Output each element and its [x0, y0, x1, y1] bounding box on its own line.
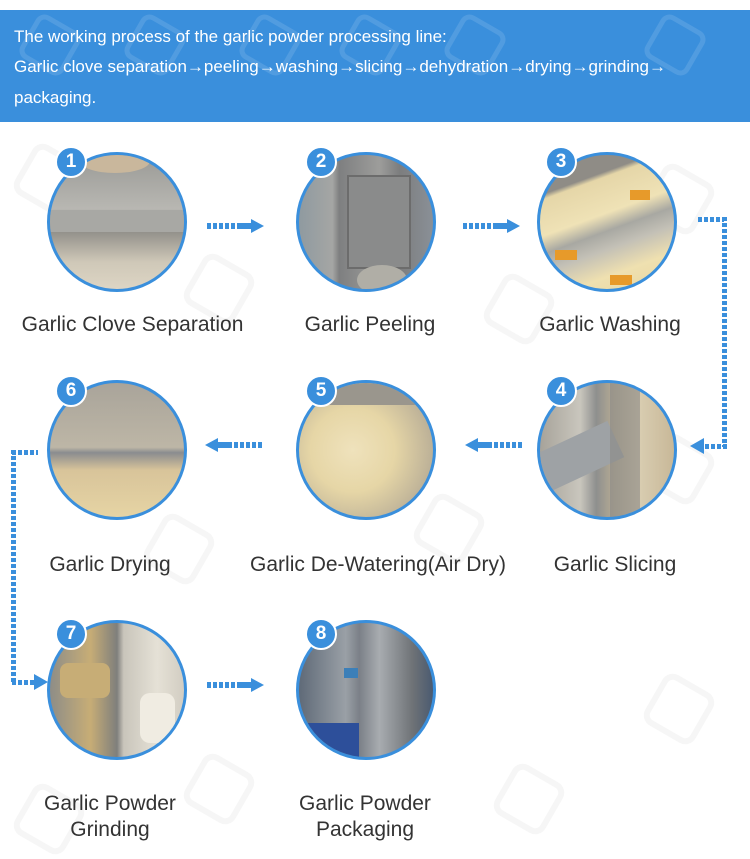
step-1-badge: 1 — [55, 146, 87, 178]
step-6-badge: 6 — [55, 375, 87, 407]
watermark-logo — [489, 759, 568, 838]
step-8-label-line1: Garlic Powder — [299, 792, 431, 815]
arrow-right-icon — [207, 219, 264, 233]
step-1-photo — [47, 152, 187, 292]
arrow-right-icon — [207, 678, 264, 692]
step-3-badge: 3 — [545, 146, 577, 178]
step-8-label-line2: Packaging — [315, 818, 415, 841]
connector-dotted-line — [698, 217, 724, 222]
step-8-badge: 8 — [305, 618, 337, 650]
arrow-left-icon — [205, 438, 262, 452]
header-title: The working process of the garlic powder… — [14, 27, 447, 46]
step-4-label: Garlic Slicing — [553, 553, 677, 576]
header-process-line-end: packaging. — [14, 88, 97, 107]
step-7-badge: 7 — [55, 618, 87, 650]
connector-dotted-line — [722, 217, 727, 447]
watermark-logo — [639, 669, 718, 748]
connector-dotted-line — [12, 450, 38, 455]
step-5-badge: 5 — [305, 375, 337, 407]
step-3-label: Garlic Washing — [539, 313, 681, 336]
step-2-label: Garlic Peeling — [304, 313, 436, 336]
step-5-label: Garlic De-Watering(Air Dry) — [250, 553, 506, 576]
step-7-label-line2: Grinding — [70, 818, 150, 841]
step-1-label: Garlic Clove Separation — [21, 313, 244, 336]
step-2-badge: 2 — [305, 146, 337, 178]
step-8-photo — [296, 620, 436, 760]
header-banner: The working process of the garlic powder… — [0, 10, 750, 122]
step-7-label-line1: Garlic Powder — [44, 792, 176, 815]
connector-dotted-line — [12, 680, 36, 685]
arrow-left-icon — [690, 438, 704, 454]
arrow-right-icon — [463, 219, 520, 233]
connector-dotted-line — [11, 450, 16, 682]
header-process-line: Garlic clove separation→peeling→washing→… — [14, 57, 666, 76]
arrow-right-icon — [34, 674, 48, 690]
connector-dotted-line — [705, 444, 727, 449]
step-4-badge: 4 — [545, 375, 577, 407]
step-2-photo — [296, 152, 436, 292]
arrow-left-icon — [465, 438, 522, 452]
step-6-label: Garlic Drying — [49, 553, 171, 576]
